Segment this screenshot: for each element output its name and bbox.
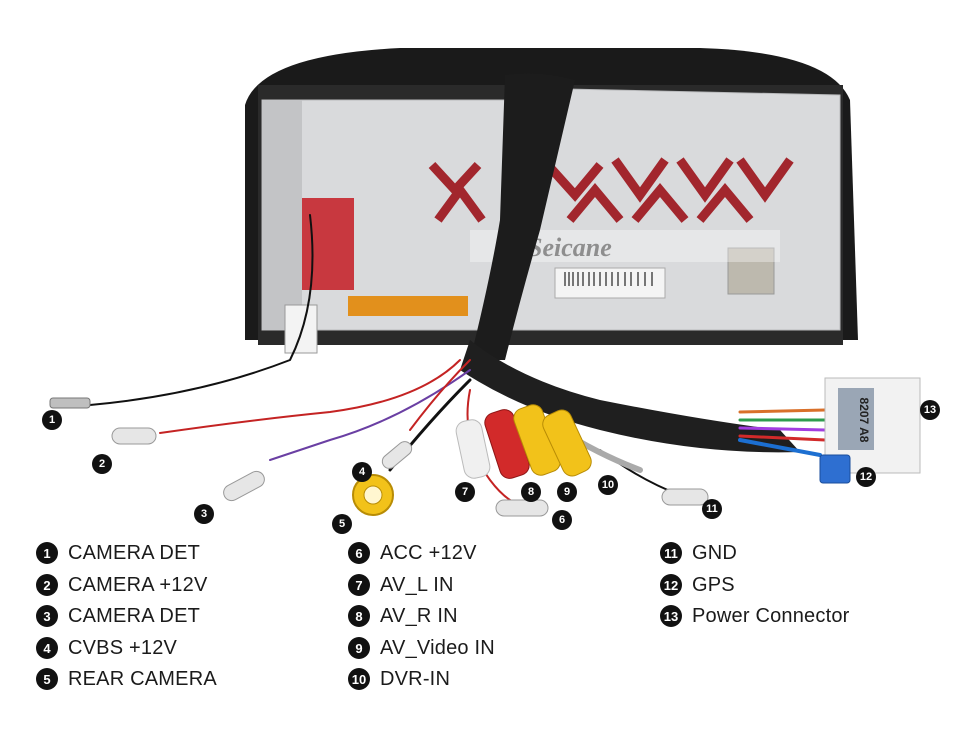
barcode-label (554, 267, 666, 299)
chevron-cutouts (428, 157, 794, 223)
legend-number: 13 (660, 605, 682, 627)
legend-label: AV_R IN (380, 604, 458, 627)
legend-number: 1 (36, 542, 58, 564)
legend-number: 11 (660, 542, 682, 564)
legend-item: 11 GND (660, 539, 737, 567)
legend-number: 9 (348, 637, 370, 659)
spade-terminals (49, 397, 709, 517)
marker-13: 13 (920, 400, 940, 420)
marker-2: 2 (92, 454, 112, 474)
rca-connectors (352, 404, 592, 516)
gps-connector (819, 454, 851, 484)
wire-harness (460, 73, 800, 453)
legend-number: 12 (660, 574, 682, 596)
marker-12: 12 (856, 467, 876, 487)
marker-7: 7 (455, 482, 475, 502)
legend-number: 4 (36, 637, 58, 659)
legend-item: 3 CAMERA DET (36, 602, 200, 630)
legend-item: 2 CAMERA +12V (36, 571, 208, 599)
legend-item: 4 CVBS +12V (36, 634, 177, 662)
legend-label: AV_L IN (380, 573, 454, 596)
legend-label: ACC +12V (380, 541, 477, 564)
product-photo: Seicane (49, 48, 921, 517)
legend-label: CAMERA +12V (68, 573, 208, 596)
legend-number: 7 (348, 574, 370, 596)
marker-1: 1 (42, 410, 62, 430)
legend-number: 2 (36, 574, 58, 596)
legend-label: Power Connector (692, 604, 850, 627)
legend-label: DVR-IN (380, 667, 451, 690)
legend-label: CAMERA DET (68, 541, 201, 564)
legend-item: 9 AV_Video IN (348, 634, 495, 662)
legend-label: AV_Video IN (380, 636, 495, 659)
marker-9: 9 (557, 482, 577, 502)
marker-10: 10 (598, 475, 618, 495)
head-unit: Seicane (245, 48, 858, 354)
wiring-legend: 1 CAMERA DET 2 CAMERA +12V 3 CAMERA DET … (0, 530, 980, 744)
legend-item: 6 ACC +12V (348, 539, 477, 567)
legend-number: 10 (348, 668, 370, 690)
legend-item: 12 GPS (660, 571, 735, 599)
legend-label: CAMERA DET (68, 604, 201, 627)
legend-item: 8 AV_R IN (348, 602, 458, 630)
marker-3: 3 (194, 504, 214, 524)
marker-8: 8 (521, 482, 541, 502)
marker-6: 6 (552, 510, 572, 530)
small-sticker (284, 304, 318, 354)
legend-item: 5 REAR CAMERA (36, 665, 217, 693)
legend-number: 6 (348, 542, 370, 564)
connector-label: 8207 A8 (857, 398, 871, 443)
legend-item: 7 AV_L IN (348, 571, 454, 599)
flex-cable (348, 296, 468, 316)
legend-label: REAR CAMERA (68, 667, 217, 690)
legend-number: 3 (36, 605, 58, 627)
chip (727, 247, 775, 295)
legend-number: 5 (36, 668, 58, 690)
legend-item: 10 DVR-IN (348, 665, 450, 693)
legend-label: CVBS +12V (68, 636, 178, 659)
marker-4: 4 (352, 462, 372, 482)
wires (89, 214, 827, 506)
legend-label: GPS (692, 573, 735, 596)
marker-11: 11 (702, 499, 722, 519)
legend-item: 13 Power Connector (660, 602, 850, 630)
power-connector: 8207 A8 (824, 377, 921, 474)
legend-item: 1 CAMERA DET (36, 539, 200, 567)
marker-5: 5 (332, 514, 352, 534)
legend-number: 8 (348, 605, 370, 627)
brand-watermark: Seicane (528, 233, 612, 262)
red-sticker (302, 198, 354, 290)
legend-label: GND (692, 541, 738, 564)
